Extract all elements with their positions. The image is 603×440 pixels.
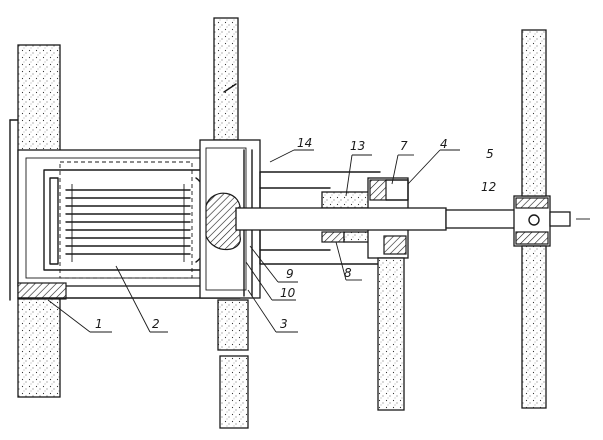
label-10: 10 (280, 286, 296, 300)
label-7: 7 (400, 139, 408, 153)
sleeve-14 (259, 171, 381, 265)
label-3: 3 (280, 317, 288, 331)
rod-middle (377, 257, 405, 411)
rod-right (521, 29, 547, 409)
leader-lines (47, 149, 460, 333)
label-1: 1 (95, 317, 103, 331)
post-12 (513, 195, 590, 247)
label-8: 8 (344, 266, 352, 280)
label-13: 13 (350, 139, 365, 153)
coupling-10 (205, 192, 241, 251)
label-5: 5 (486, 147, 494, 161)
label-9: 9 (286, 267, 294, 281)
shaft-9 (235, 207, 523, 231)
label-2: 2 (152, 317, 160, 331)
label-4: 4 (440, 137, 448, 151)
label-12: 12 (481, 180, 496, 194)
middle-pillar (213, 17, 249, 429)
label-14: 14 (297, 136, 312, 150)
